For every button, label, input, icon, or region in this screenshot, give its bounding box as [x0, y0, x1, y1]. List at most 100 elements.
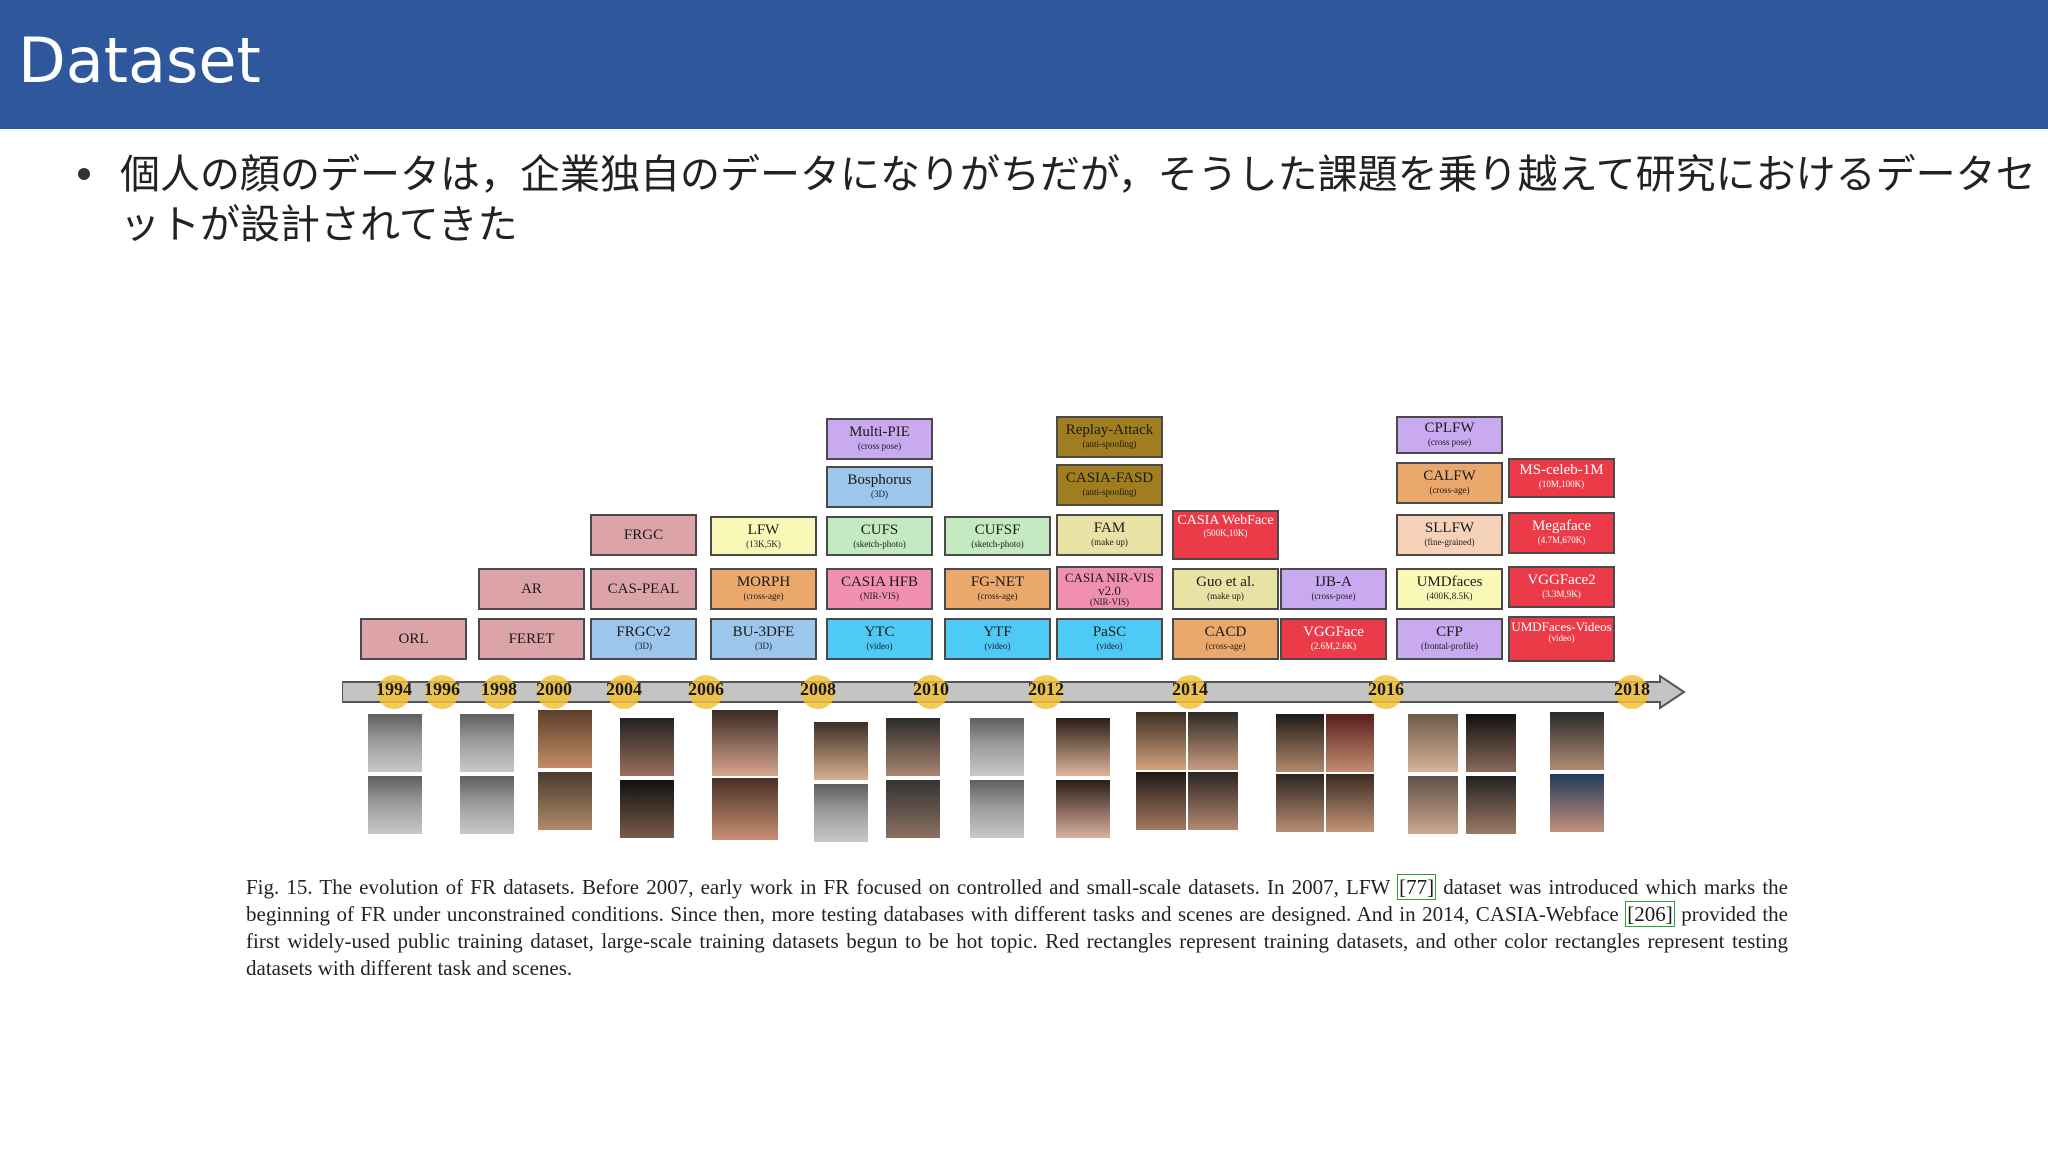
face-thumbnail — [814, 722, 868, 780]
face-thumbnail — [1056, 780, 1110, 838]
dataset-box: CASIA HFB(NIR-VIS) — [826, 568, 933, 610]
year-marker — [482, 675, 516, 709]
figure-caption: Fig. 15. The evolution of FR datasets. B… — [246, 874, 1788, 982]
year-marker — [914, 675, 948, 709]
face-thumbnail — [886, 780, 940, 838]
dataset-box: ORL — [360, 618, 467, 660]
dataset-box: CUFS(sketch-photo) — [826, 516, 933, 556]
face-thumbnail — [460, 776, 514, 834]
face-thumbnail — [1466, 776, 1516, 834]
dataset-box: MS-celeb-1M(10M,100K) — [1508, 458, 1615, 498]
dataset-box: CUFSF(sketch-photo) — [944, 516, 1051, 556]
dataset-box: Replay-Attack(anti-spoofing) — [1056, 416, 1163, 458]
year-label: 2004 — [606, 679, 642, 699]
face-thumbnail — [460, 714, 514, 772]
dataset-box: SLLFW(fine-grained) — [1396, 514, 1503, 556]
dataset-box: CPLFW(cross pose) — [1396, 416, 1503, 454]
bullet-text: 個人の顔のデータは，企業独自のデータになりがちだが，そうした課題を乗り越えて研究… — [120, 152, 2036, 248]
year-marker — [607, 675, 641, 709]
dataset-box: VGGFace(2.6M,2.6K) — [1280, 618, 1387, 660]
year-label: 2008 — [800, 679, 836, 699]
dataset-box: LFW(13K,5K) — [710, 516, 817, 556]
face-thumbnail — [814, 784, 868, 842]
dataset-box: CFP(frontal-profile) — [1396, 618, 1503, 660]
face-thumbnail — [1136, 712, 1186, 770]
dataset-box: CACD(cross-age) — [1172, 618, 1279, 660]
face-thumbnail — [1136, 772, 1186, 830]
dataset-box: VGGFace2(3.3M,9K) — [1508, 566, 1615, 608]
year-label: 2000 — [536, 679, 572, 699]
face-thumbnail — [368, 714, 422, 772]
dataset-box: YTC(video) — [826, 618, 933, 660]
face-thumbnail — [886, 718, 940, 776]
dataset-box: CAS-PEAL — [590, 568, 697, 610]
dataset-box: MORPH(cross-age) — [710, 568, 817, 610]
year-marker — [1615, 675, 1649, 709]
face-thumbnail — [1326, 774, 1374, 832]
year-marker — [801, 675, 835, 709]
year-label: 2014 — [1172, 679, 1208, 699]
dataset-box: AR — [478, 568, 585, 610]
face-thumbnail — [1056, 718, 1110, 776]
dataset-box: FERET — [478, 618, 585, 660]
year-label: 2016 — [1368, 679, 1404, 699]
year-label: 2006 — [688, 679, 724, 699]
year-label: 1998 — [481, 679, 517, 699]
caption-text: provided the first widely-used public tr… — [246, 902, 1788, 980]
dataset-box: UMDfaces(400K,8.5K) — [1396, 568, 1503, 610]
year-marker — [425, 675, 459, 709]
face-thumbnail — [1408, 714, 1458, 772]
caption-text: Fig. 15. The evolution of FR datasets. B… — [246, 875, 1398, 899]
year-marker — [689, 675, 723, 709]
year-label: 1996 — [424, 679, 460, 699]
citation-link[interactable]: [206] — [1625, 901, 1675, 927]
face-thumbnail — [1550, 774, 1604, 832]
dataset-box: CASIA NIR-VIS v2.0(NIR-VIS) — [1056, 566, 1163, 610]
dataset-box: FAM(make up) — [1056, 514, 1163, 556]
bullet-dot-icon — [78, 168, 90, 180]
face-thumbnail — [538, 710, 592, 768]
slide-title: Dataset — [18, 24, 261, 97]
face-thumbnail — [1276, 714, 1324, 772]
face-thumbnail — [1188, 772, 1238, 830]
dataset-box: FRGC — [590, 514, 697, 556]
year-label: 2010 — [913, 679, 949, 699]
caption-text: dataset was introduced which marks the b… — [246, 875, 1788, 926]
dataset-timeline-figure: 1994 1996 1998 2000 2004 2006 2008 2010 … — [330, 400, 1710, 850]
citation-link[interactable]: [77] — [1397, 874, 1437, 900]
dataset-box: FRGCv2(3D) — [590, 618, 697, 660]
face-thumbnail — [970, 718, 1024, 776]
year-marker — [377, 675, 411, 709]
slide-header: Dataset — [0, 0, 2048, 129]
year-label: 2012 — [1028, 679, 1064, 699]
year-marker — [1173, 675, 1207, 709]
dataset-box: CALFW(cross-age) — [1396, 462, 1503, 504]
dataset-box: Multi-PIE(cross pose) — [826, 418, 933, 460]
dataset-box: Bosphorus(3D) — [826, 466, 933, 508]
dataset-box: UMDFaces-Videos(video) — [1508, 616, 1615, 662]
dataset-box: Guo et al.(make up) — [1172, 568, 1279, 610]
year-marker — [1029, 675, 1063, 709]
dataset-box: PaSC(video) — [1056, 618, 1163, 660]
year-marker — [1369, 675, 1403, 709]
dataset-box: IJB-A(cross-pose) — [1280, 568, 1387, 610]
dataset-box: Megaface(4.7M,670K) — [1508, 512, 1615, 554]
face-thumbnail — [1188, 712, 1238, 770]
face-thumbnail — [1550, 712, 1604, 770]
face-thumbnail — [712, 710, 778, 776]
face-thumbnail — [1276, 774, 1324, 832]
year-marker — [537, 675, 571, 709]
face-thumbnail — [368, 776, 422, 834]
dataset-box: FG-NET(cross-age) — [944, 568, 1051, 610]
dataset-box: YTF(video) — [944, 618, 1051, 660]
face-thumbnail — [1408, 776, 1458, 834]
face-thumbnail — [620, 780, 674, 838]
face-thumbnail — [538, 772, 592, 830]
dataset-box: BU-3DFE(3D) — [710, 618, 817, 660]
year-label: 2018 — [1614, 679, 1650, 699]
dataset-box: CASIA WebFace(500K,10K) — [1172, 510, 1279, 560]
year-label: 1994 — [376, 679, 412, 699]
face-thumbnail — [1326, 714, 1374, 772]
dataset-box: CASIA-FASD(anti-spoofing) — [1056, 464, 1163, 506]
face-thumbnail — [620, 718, 674, 776]
